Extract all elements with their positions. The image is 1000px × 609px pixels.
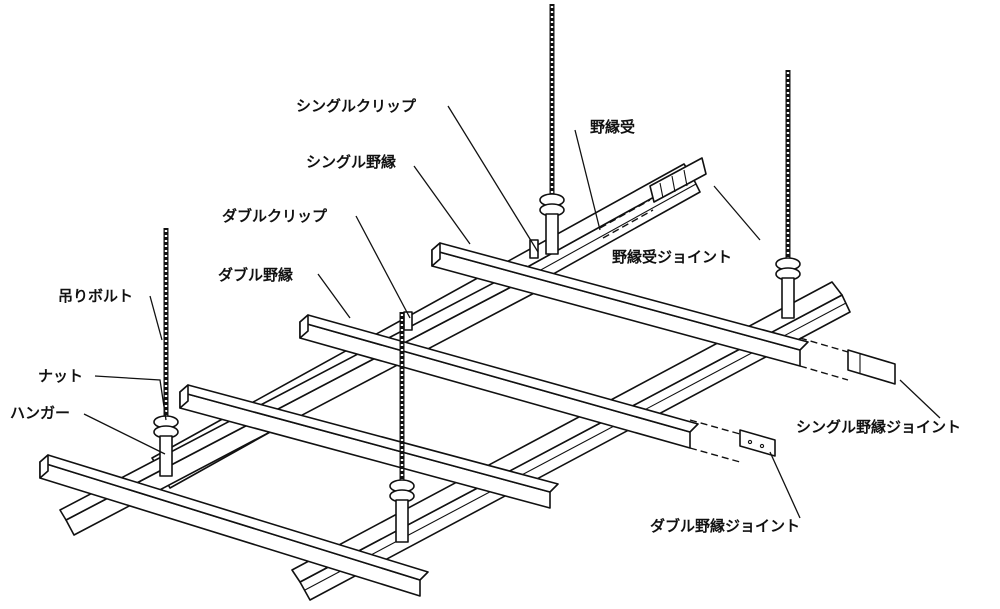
label-nobuchi-uke-joint: 野縁受ジョイント (612, 248, 732, 266)
joist-second (179, 384, 559, 509)
leader-lines (83, 105, 941, 519)
label-single-nobuchi: シングル野縁 (306, 153, 396, 171)
hanging-bolt-right (775, 70, 801, 319)
label-single-nobuchi-joint: シングル野縁ジョイント (796, 418, 961, 436)
carrying-channel-front (291, 281, 851, 601)
label-nut: ナット (38, 367, 83, 385)
joist-single (431, 242, 896, 385)
joist-front-left (39, 454, 429, 597)
label-nobuchi-uke: 野縁受 (590, 118, 635, 136)
label-double-clip: ダブルクリップ (222, 207, 328, 225)
hanging-bolt-back (539, 4, 565, 255)
hanging-bolt-left (153, 228, 179, 477)
label-double-nobuchi: ダブル野縁 (218, 266, 293, 284)
label-double-nobuchi-joint: ダブル野縁ジョイント (650, 517, 800, 535)
label-hanging-bolt: 吊りボルト (58, 287, 133, 305)
single-clip-part (529, 239, 539, 259)
double-clip-part (403, 311, 413, 331)
hanging-bolt-center (389, 312, 415, 543)
label-hanger: ハンガー (10, 404, 70, 422)
label-single-clip: シングルクリップ (296, 97, 417, 115)
